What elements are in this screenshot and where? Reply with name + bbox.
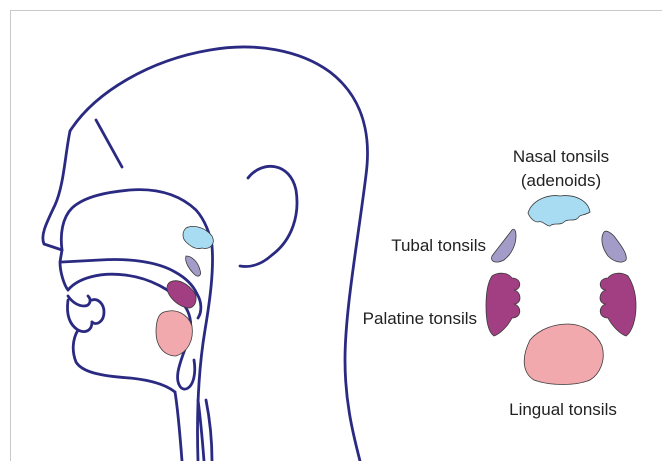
ear-outline bbox=[240, 166, 297, 266]
tubal-tonsil-left bbox=[492, 229, 516, 262]
head-tubal-tonsil bbox=[186, 256, 201, 276]
soft-palate bbox=[197, 294, 201, 318]
head-outline bbox=[43, 47, 368, 461]
tubal-tonsils-label: Tubal tonsils bbox=[391, 236, 486, 255]
nasal-tonsils-label: Nasal tonsils bbox=[513, 147, 609, 166]
palatine-tonsils-label: Palatine tonsils bbox=[363, 309, 477, 328]
tubal-tonsil-right bbox=[602, 231, 626, 262]
lingual-tonsil-shape bbox=[524, 324, 603, 385]
palatine-tonsil-right bbox=[600, 273, 636, 336]
orbit-line bbox=[96, 120, 122, 167]
adenoids-label: (adenoids) bbox=[521, 171, 601, 190]
palatine-tonsil-left bbox=[486, 273, 520, 336]
tonsil-ring bbox=[486, 196, 636, 385]
trachea-front bbox=[175, 392, 182, 461]
esophagus-line bbox=[206, 400, 212, 461]
nasal-tonsil-shape bbox=[528, 196, 590, 226]
upper-lip bbox=[60, 250, 68, 290]
lip-curl bbox=[92, 300, 104, 324]
lingual-tonsils-label: Lingual tonsils bbox=[509, 400, 617, 419]
face-profile bbox=[43, 131, 70, 250]
skull-outline bbox=[70, 47, 368, 461]
head-lingual-tonsil bbox=[156, 311, 192, 356]
lower-lip bbox=[67, 296, 92, 332]
